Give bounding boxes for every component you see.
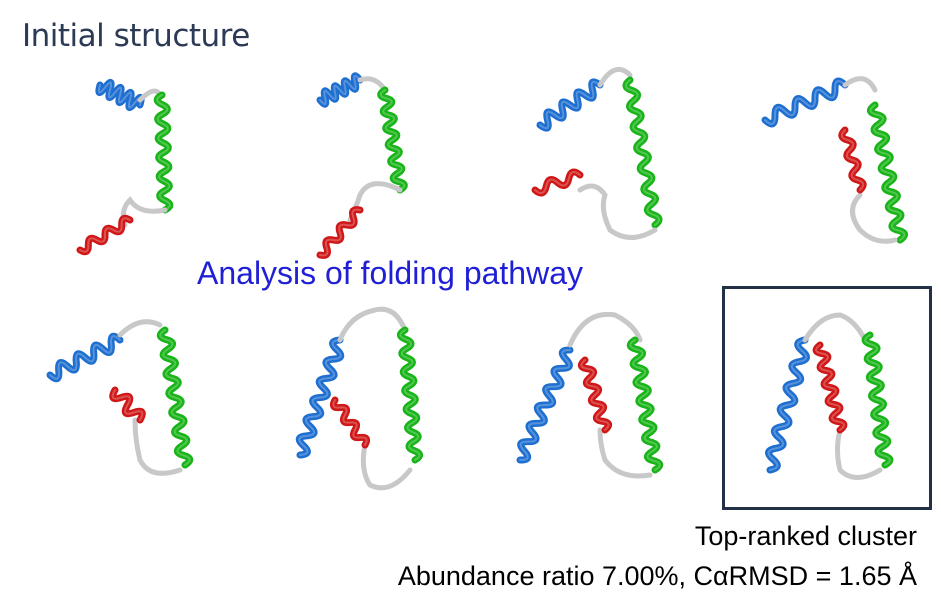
loop-segment: [842, 76, 878, 93]
helix-green: [153, 91, 174, 214]
protein-structure-frame-6: [295, 306, 424, 491]
loop-segment: [850, 192, 898, 244]
loop-segment: [117, 319, 163, 338]
helix-blue: [95, 78, 145, 112]
loop-segment: [132, 417, 183, 476]
helix-blue: [46, 332, 124, 383]
helix-blue: [516, 346, 574, 464]
protein-structure-frame-7: [516, 311, 664, 479]
helix-blue: [316, 72, 364, 108]
pathway-label: Analysis of folding pathway: [197, 255, 583, 291]
loop-segment: [597, 427, 653, 479]
helix-red: [812, 341, 848, 434]
loop-segment: [337, 306, 408, 343]
helix-blue: [536, 78, 604, 132]
top-cluster-box: [722, 286, 932, 510]
loop-segment: [347, 181, 403, 223]
stats-caption: Abundance ratio 7.00%, CαRMSD = 1.65 Å: [397, 561, 917, 591]
helix-green: [626, 336, 664, 474]
protein-structure-frame-1: [76, 78, 174, 256]
helix-blue: [295, 336, 345, 459]
helix-red: [329, 396, 371, 449]
helix-red: [316, 206, 364, 259]
loop-segment: [597, 66, 633, 88]
helix-red: [109, 386, 146, 424]
loop-segment: [835, 427, 883, 480]
helix-blue: [765, 336, 810, 474]
page-title: Initial structure: [22, 18, 250, 54]
helix-red: [577, 356, 613, 434]
loop-segment: [360, 442, 413, 491]
helix-green: [866, 101, 909, 244]
protein-structure-frame-5: [46, 319, 194, 476]
helix-green: [377, 86, 408, 194]
loop-segment: [802, 312, 868, 343]
loop-segment: [577, 183, 658, 240]
helix-red: [531, 168, 584, 197]
helix-green: [396, 326, 424, 464]
loop-segment: [567, 311, 643, 348]
helix-red: [838, 126, 867, 194]
protein-structure-frame-8: [765, 312, 894, 480]
protein-structure-frame-3: [531, 66, 663, 240]
protein-structure-frame-4: [761, 76, 909, 244]
helix-red: [76, 214, 134, 256]
helix-green: [156, 326, 194, 469]
protein-structure-frame-2: [316, 72, 408, 259]
helix-green: [622, 76, 663, 229]
helix-blue: [761, 77, 849, 128]
helix-green: [861, 331, 894, 469]
cluster-caption: Top-ranked cluster: [694, 521, 917, 551]
